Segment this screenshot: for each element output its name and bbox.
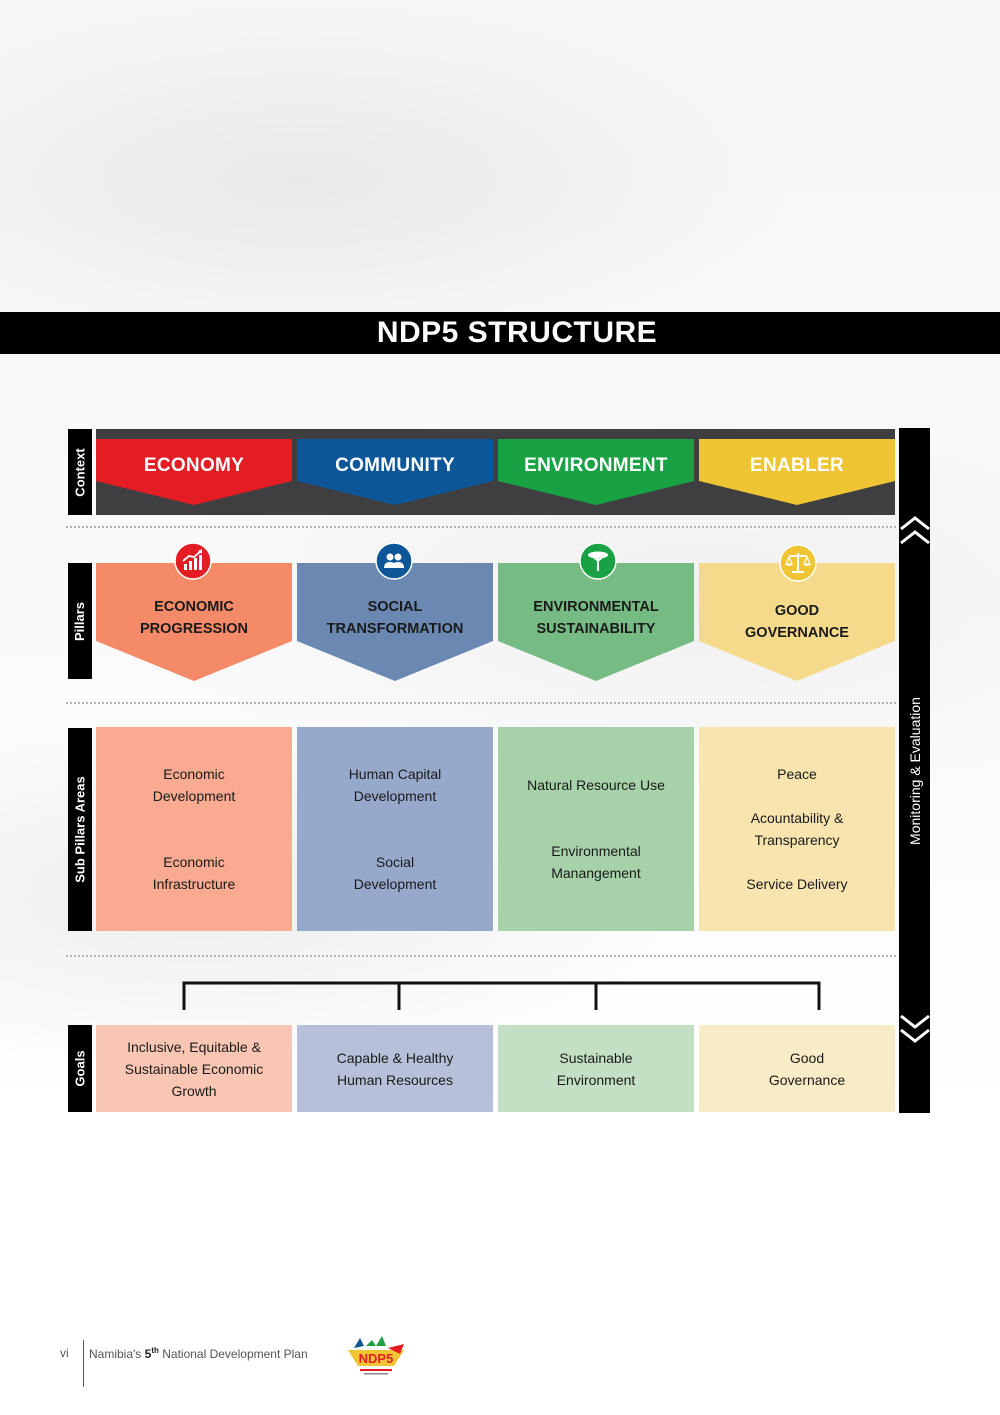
footer-text-bold: 5 bbox=[144, 1347, 152, 1361]
people-icon bbox=[375, 542, 413, 580]
divider bbox=[66, 526, 896, 528]
sub-pillars-environment: Natural Resource Use Environmental Manan… bbox=[498, 727, 694, 931]
context-economy-shape bbox=[96, 439, 292, 505]
goal-economy: Inclusive, Equitable & Sustainable Econo… bbox=[96, 1025, 292, 1112]
footer-divider bbox=[83, 1340, 84, 1387]
pillar-environmental-sustainability-shape bbox=[498, 563, 694, 681]
sub-pillar-item: Peace bbox=[777, 766, 817, 782]
pillar-line: SOCIAL bbox=[367, 599, 423, 615]
sub-pillars-community: Human Capital Development Social Develop… bbox=[297, 727, 493, 931]
pillar-economic-progression: ECONOMIC PROGRESSION bbox=[96, 563, 292, 681]
pillar-good-governance: GOOD GOVERNANCE bbox=[699, 563, 895, 681]
row-label-context: Context bbox=[68, 429, 92, 515]
row-label-pillars: Pillars bbox=[68, 563, 92, 679]
chevron-down-icon bbox=[900, 1014, 930, 1043]
sub-pillar-item: Natural Resource Use bbox=[527, 777, 665, 793]
sub-pillar-item: Economic Infrastructure bbox=[152, 854, 236, 892]
title-bar: NDP5 STRUCTURE bbox=[0, 312, 1000, 354]
context-environment-label: ENVIRONMENT bbox=[524, 455, 668, 476]
pillar-social-transformation-label: SOCIAL TRANSFORMATION bbox=[297, 563, 493, 673]
context-environment-shape bbox=[498, 439, 694, 505]
tree-icon-svg bbox=[579, 542, 617, 580]
divider bbox=[66, 955, 896, 957]
row-label-goals: Goals bbox=[68, 1025, 92, 1112]
footer-text-sup: th bbox=[151, 1346, 159, 1355]
sub-pillar-item: Social Development bbox=[353, 854, 437, 892]
row-label-sub-pillars: Sub Pillars Areas bbox=[68, 728, 92, 931]
footer-text-suffix: National Development Plan bbox=[158, 1347, 308, 1361]
row-label-goals-text: Goals bbox=[72, 1050, 88, 1087]
pillar-line: ENVIRONMENTAL bbox=[533, 599, 659, 615]
page-number: vi bbox=[60, 1346, 69, 1360]
row-label-pillars-text: Pillars bbox=[72, 601, 88, 641]
pillar-line: SUSTAINABILITY bbox=[536, 621, 656, 637]
context-economy: ECONOMY bbox=[96, 439, 292, 505]
pillar-good-governance-shape bbox=[699, 563, 895, 681]
footer-text-prefix: Namibia's bbox=[89, 1347, 145, 1361]
sub-pillar-item: Environmental Manangement bbox=[551, 843, 641, 881]
context-community-shape bbox=[297, 439, 493, 505]
scales-icon-svg bbox=[779, 544, 817, 582]
sub-pillar-item: Human Capital Development bbox=[348, 766, 442, 804]
sub-pillars-enabler: Peace Acountability & Transparency Servi… bbox=[699, 727, 895, 931]
pillar-environmental-sustainability-label: ENVIRONMENTAL SUSTAINABILITY bbox=[498, 563, 694, 673]
goal-enabler: Good Governance bbox=[699, 1025, 895, 1112]
context-enabler-shape bbox=[699, 439, 895, 505]
context-enabler-label: ENABLER bbox=[750, 455, 844, 476]
row-label-sub-pillars-text: Sub Pillars Areas bbox=[72, 776, 88, 883]
pillar-environmental-sustainability: ENVIRONMENTAL SUSTAINABILITY bbox=[498, 563, 694, 681]
ndp5-logo: NDP5 bbox=[348, 1336, 404, 1375]
context-environment: ENVIRONMENT bbox=[498, 439, 694, 505]
pillar-social-transformation-shape bbox=[297, 563, 493, 681]
row-label-context-text: Context bbox=[72, 447, 88, 497]
context-economy-label: ECONOMY bbox=[143, 455, 245, 476]
page-title: NDP5 STRUCTURE bbox=[376, 316, 658, 349]
pillar-good-governance-label: GOOD GOVERNANCE bbox=[699, 567, 895, 677]
pillar-line: GOVERNANCE bbox=[745, 625, 849, 641]
people-icon-svg bbox=[375, 542, 413, 580]
scales-icon bbox=[779, 544, 817, 582]
pillar-social-transformation: SOCIAL TRANSFORMATION bbox=[297, 563, 493, 681]
pillar-economic-progression-label: ECONOMIC PROGRESSION bbox=[96, 563, 292, 673]
pillar-line: PROGRESSION bbox=[140, 621, 248, 637]
context-community: COMMUNITY bbox=[297, 439, 493, 505]
sub-pillar-item: Service Delivery bbox=[746, 876, 848, 892]
sub-pillars-economy: Economic Development Economic Infrastruc… bbox=[96, 727, 292, 931]
sub-pillar-item: Acountability & Transparency bbox=[750, 810, 844, 848]
growth-chart-icon bbox=[174, 542, 212, 580]
goals-bracket bbox=[182, 981, 821, 1010]
context-community-label: COMMUNITY bbox=[335, 455, 455, 476]
pillar-line: ECONOMIC bbox=[154, 599, 234, 615]
growth-chart-icon-svg bbox=[174, 542, 212, 580]
pillar-economic-progression-shape bbox=[96, 563, 292, 681]
context-enabler: ENABLER bbox=[699, 439, 895, 505]
footer-text: Namibia's 5th National Development Plan bbox=[89, 1346, 308, 1361]
sub-pillar-item: Economic Development bbox=[152, 766, 236, 804]
goal-community: Capable & Healthy Human Resources bbox=[297, 1025, 493, 1112]
goal-environment: Sustainable Environment bbox=[498, 1025, 694, 1112]
pillar-line: TRANSFORMATION bbox=[326, 621, 464, 637]
ndp5-logo-text: NDP5 bbox=[359, 1351, 394, 1366]
chevron-up-icon bbox=[900, 516, 930, 545]
pillar-line: GOOD bbox=[774, 603, 820, 619]
divider bbox=[66, 702, 896, 704]
tree-icon bbox=[579, 542, 617, 580]
